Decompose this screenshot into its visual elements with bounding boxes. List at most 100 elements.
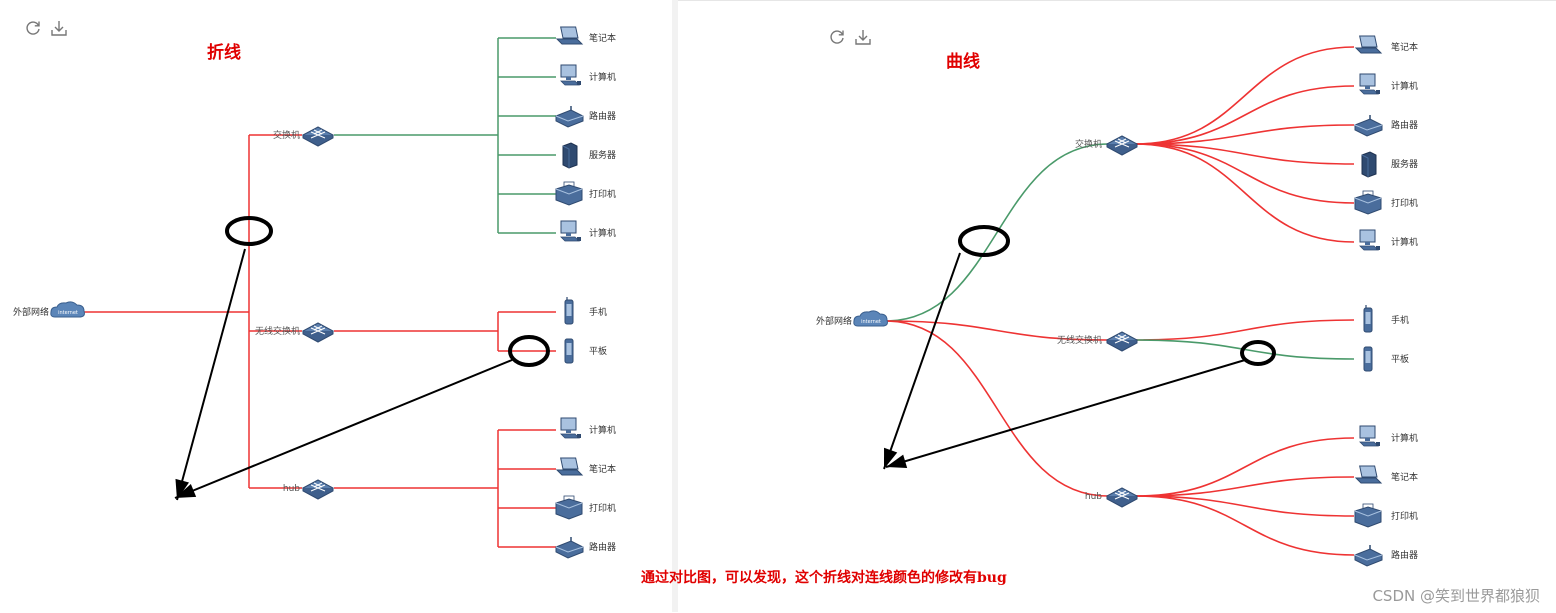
edge-leaf	[1135, 124, 1355, 145]
leaf-label: 笔记本	[589, 32, 616, 44]
switch-icon	[1105, 331, 1139, 352]
cloud-icon: internet	[50, 301, 85, 318]
edge-leaf	[1135, 319, 1355, 341]
switch-label: 交换机	[1075, 138, 1102, 150]
server-icon	[1361, 151, 1377, 178]
cloud-badge-text: internet	[861, 319, 881, 325]
printer-icon	[555, 495, 583, 520]
edge-leaf	[1135, 46, 1355, 145]
refresh-icon[interactable]	[828, 28, 846, 46]
edge-leaf	[1135, 476, 1355, 497]
annotation-arrow	[175, 248, 246, 501]
wireless-label: 无线交换机	[1057, 334, 1102, 346]
printer-icon	[1354, 503, 1382, 528]
router-icon	[555, 106, 584, 128]
nodes: internet外部网络交换机笔记本计算机路由器服务器打印机计算机无线交换机手机…	[13, 26, 616, 559]
nodes: internet外部网络交换机笔记本计算机路由器服务器打印机计算机无线交换机手机…	[816, 35, 1418, 567]
right-toolbar	[828, 28, 872, 46]
laptop-icon	[555, 26, 584, 45]
csdn-watermark: CSDN @笑到世界都狼狈	[1372, 587, 1540, 605]
computer-icon	[1359, 425, 1380, 447]
leaf-label: 打印机	[1391, 197, 1418, 209]
laptop-icon	[1354, 465, 1383, 484]
switch-label: 交换机	[273, 129, 300, 141]
leaf-label: 计算机	[1391, 432, 1418, 444]
arrow-head	[175, 483, 197, 498]
highlight-circle	[508, 335, 550, 367]
edge-leaf	[1135, 143, 1355, 204]
phone-icon	[564, 297, 574, 325]
leaf-label: 计算机	[589, 424, 616, 436]
leaf-label: 手机	[1391, 314, 1409, 326]
edge-hub	[885, 320, 1109, 497]
leaf-label: 平板	[1391, 353, 1409, 365]
leaf-label: 路由器	[1391, 549, 1418, 561]
annotations	[883, 225, 1276, 470]
annotation-arrow	[883, 252, 961, 470]
leaf-label: 路由器	[589, 541, 616, 553]
leaf-label: 平板	[589, 345, 607, 357]
leaf-label: 计算机	[1391, 80, 1418, 92]
tablet-icon	[564, 338, 574, 364]
switch-icon	[301, 126, 335, 147]
leaf-label: 笔记本	[589, 463, 616, 475]
switch-icon	[301, 479, 335, 500]
refresh-icon[interactable]	[24, 19, 42, 37]
left-title: 折线	[207, 43, 241, 63]
tablet-icon	[1363, 346, 1373, 372]
edge-leaf	[1135, 85, 1355, 145]
laptop-icon	[555, 457, 584, 476]
cloud-icon: internet	[853, 310, 888, 327]
printer-icon	[555, 181, 583, 206]
annotation-arrow	[174, 359, 513, 499]
switch-icon	[301, 322, 335, 343]
edge-leaf	[1135, 143, 1355, 243]
phone-icon	[1363, 305, 1373, 333]
arrow-head	[884, 447, 898, 469]
leaf-label: 路由器	[1391, 119, 1418, 131]
printer-icon	[1354, 190, 1382, 215]
edges	[83, 37, 556, 548]
edge-wireless	[885, 320, 1109, 341]
leaf-label: 笔记本	[1391, 471, 1418, 483]
edge-leaf	[1135, 143, 1355, 165]
leaf-label: 服务器	[1391, 158, 1418, 170]
router-icon	[1354, 115, 1383, 137]
cloud-badge-text: internet	[58, 310, 78, 316]
download-icon[interactable]	[50, 19, 68, 37]
root-label: 外部网络	[816, 315, 852, 327]
wireless-label: 无线交换机	[255, 325, 300, 337]
polyline-tree-diagram: internet外部网络交换机笔记本计算机路由器服务器打印机计算机无线交换机手机…	[13, 26, 616, 559]
highlight-circle	[225, 216, 273, 246]
edge-switch	[885, 143, 1109, 322]
server-icon	[562, 142, 578, 169]
computer-icon	[1359, 229, 1380, 251]
switch-icon	[1105, 135, 1139, 156]
laptop-icon	[1354, 35, 1383, 54]
computer-icon	[560, 64, 581, 86]
hub-label: hub	[283, 484, 300, 494]
leaf-label: 打印机	[589, 502, 616, 514]
leaf-label: 计算机	[589, 71, 616, 83]
left-toolbar	[24, 19, 68, 37]
root-label: 外部网络	[13, 306, 49, 318]
leaf-label: 手机	[589, 306, 607, 318]
arrow-head	[886, 454, 908, 468]
leaf-label: 计算机	[1391, 236, 1418, 248]
download-icon[interactable]	[854, 28, 872, 46]
leaf-label: 打印机	[589, 188, 616, 200]
edge-leaf	[1135, 437, 1355, 497]
comparison-caption: 通过对比图，可以发现，这个折线对连线颜色的修改有bug	[641, 570, 1007, 586]
computer-icon	[560, 417, 581, 439]
annotation-arrow	[885, 359, 1246, 468]
edge-leaf	[1135, 495, 1355, 556]
edge-leaf	[1135, 495, 1355, 517]
leaf-label: 笔记本	[1391, 41, 1418, 53]
computer-icon	[1359, 73, 1380, 95]
right-title: 曲线	[946, 52, 980, 72]
leaf-label: 打印机	[1391, 510, 1418, 522]
leaf-label: 服务器	[589, 149, 616, 161]
hub-label: hub	[1085, 492, 1102, 502]
